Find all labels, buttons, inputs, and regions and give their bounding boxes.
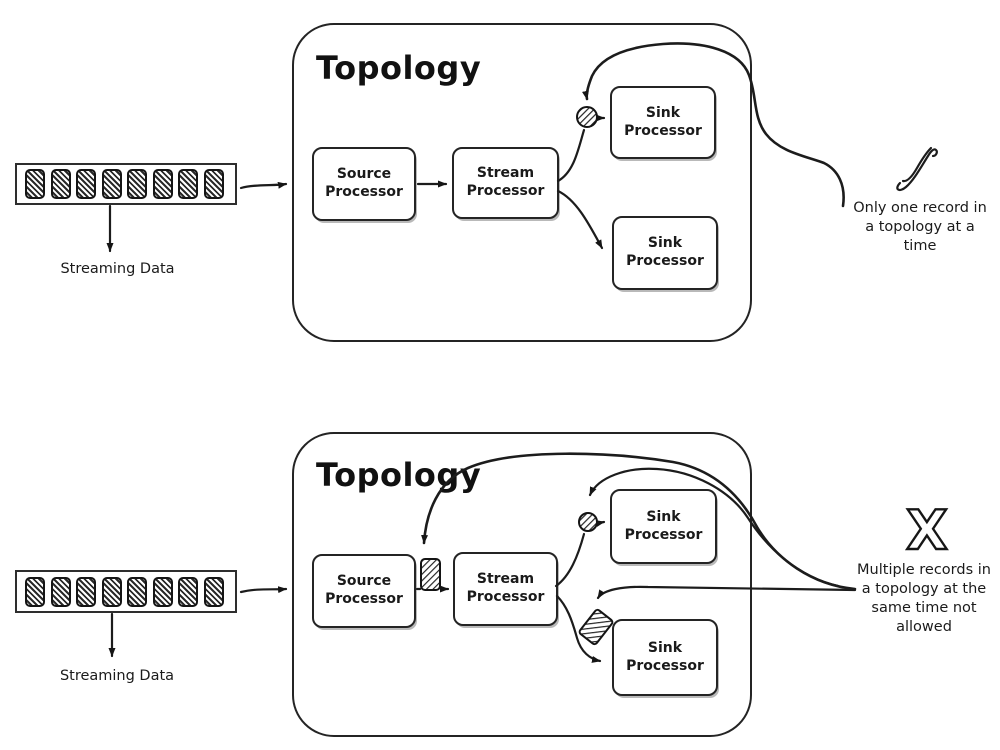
x-icon: X bbox=[905, 498, 949, 563]
topic-record-icon bbox=[203, 169, 224, 199]
node-label: Stream Processor bbox=[466, 571, 545, 605]
stream-processor-node-bottom: Stream Processor bbox=[453, 552, 558, 626]
topic-record-icon bbox=[101, 169, 122, 199]
annotation-text-top: Only one record in a topology at a time bbox=[853, 200, 987, 255]
annotation-text-bottom: Multiple records in a topology at the sa… bbox=[857, 562, 991, 636]
sink-processor-node-bottom-b: Sink Processor bbox=[612, 619, 718, 696]
node-label: Sink Processor bbox=[624, 104, 702, 139]
topology-title: Topology bbox=[316, 456, 482, 494]
topic-record-icon bbox=[152, 576, 173, 607]
node-label: Sink Processor bbox=[626, 235, 704, 269]
topic-record-icon bbox=[50, 169, 71, 199]
svg-text:X: X bbox=[906, 499, 948, 562]
node-label: Sink Processor bbox=[624, 508, 703, 543]
sink-processor-node-top-b: Sink Processor bbox=[612, 216, 718, 290]
topic-record-icon bbox=[76, 576, 96, 607]
topic-record-icon bbox=[25, 576, 45, 607]
source-processor-node-top: Source Processor bbox=[312, 147, 416, 221]
topic-record-icon bbox=[203, 576, 224, 607]
node-label: Stream Processor bbox=[466, 165, 545, 199]
topic-record-icon bbox=[178, 576, 198, 607]
stream-processor-node-top: Stream Processor bbox=[452, 147, 559, 219]
topic-record-icon bbox=[178, 169, 198, 199]
kafka-topic-queue-bottom bbox=[15, 570, 237, 613]
topic-record-icon bbox=[127, 576, 147, 607]
topic-record-icon bbox=[101, 576, 122, 607]
check-icon bbox=[896, 146, 938, 192]
topic-record-icon bbox=[25, 169, 45, 199]
streaming-data-label-bottom: Streaming Data bbox=[59, 668, 175, 684]
node-label: Source Processor bbox=[325, 166, 403, 200]
topic-record-icon bbox=[76, 169, 96, 199]
node-label: Sink Processor bbox=[626, 639, 704, 674]
topic-record-icon bbox=[127, 169, 147, 199]
node-label: Source Processor bbox=[325, 573, 403, 607]
topology-title: Topology bbox=[316, 49, 482, 87]
kafka-topic-queue-top bbox=[15, 163, 237, 205]
sink-processor-node-top-a: Sink Processor bbox=[610, 86, 716, 159]
source-processor-node-bottom: Source Processor bbox=[312, 554, 416, 628]
topic-record-icon bbox=[152, 169, 173, 199]
topic-record-icon bbox=[50, 576, 71, 607]
streaming-data-label-top: Streaming Data bbox=[60, 261, 175, 277]
sink-processor-node-bottom-a: Sink Processor bbox=[610, 489, 717, 564]
